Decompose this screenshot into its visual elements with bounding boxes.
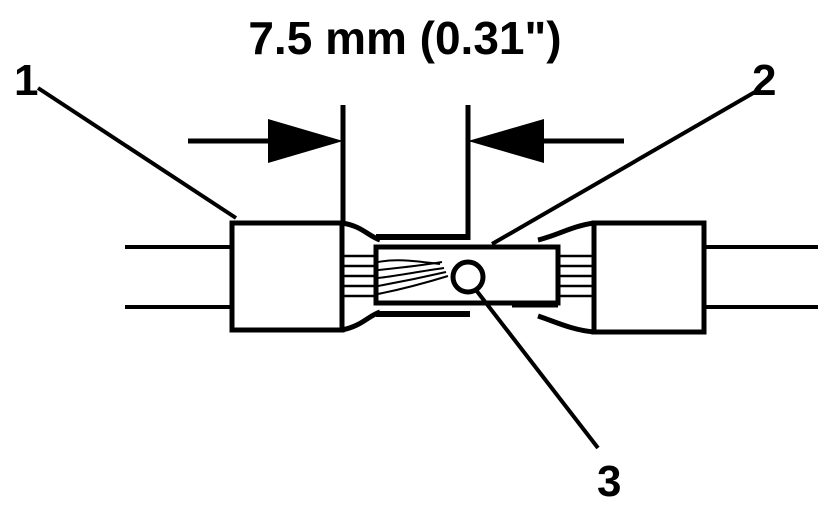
- left-sleeve-taper-bottom: [341, 309, 381, 333]
- splice-inserted-strands: [377, 259, 449, 295]
- left-insulation-sleeve: [229, 220, 345, 333]
- dimension-arrow-left: [188, 119, 343, 163]
- left-sleeve-taper-top: [341, 220, 381, 243]
- right-sleeve-taper-top: [537, 220, 595, 243]
- callout-1-leader: [36, 86, 238, 220]
- right-sleeve-taper-bottom: [537, 313, 595, 335]
- inspection-hole: [450, 259, 486, 295]
- callout-2-label: 2: [752, 56, 776, 105]
- dimension-label: 7.5 mm (0.31"): [248, 12, 561, 64]
- callout-3-label: 3: [597, 457, 621, 506]
- callout-3-leader: [474, 288, 600, 450]
- right-exposed-strands: [558, 254, 594, 298]
- dimension-arrow-right: [468, 119, 624, 163]
- callout-2-leader: [490, 90, 757, 246]
- left-exposed-strands: [342, 254, 376, 298]
- right-insulation-sleeve: [591, 220, 707, 335]
- splice-barrel: [373, 234, 561, 317]
- callout-1-label: 1: [14, 56, 38, 105]
